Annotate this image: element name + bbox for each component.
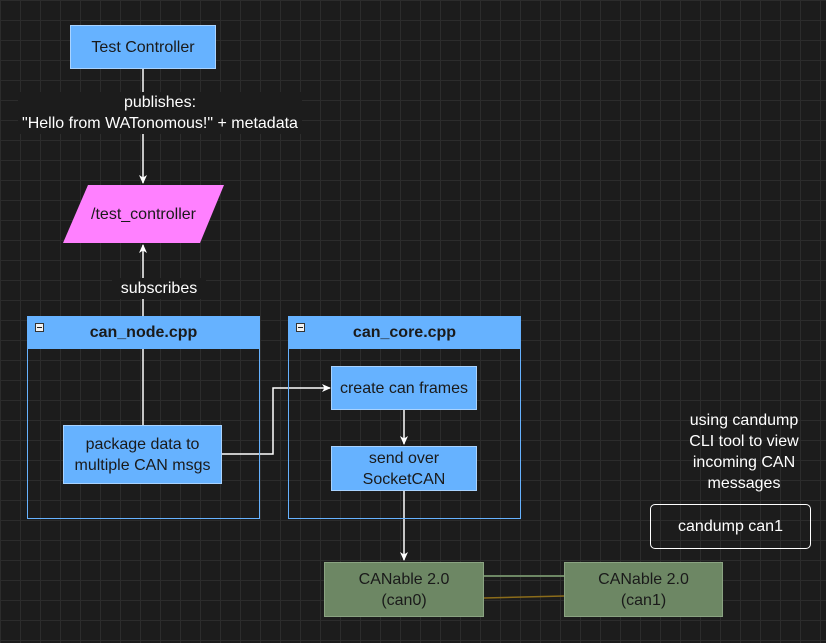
- package-data-node[interactable]: package data to multiple CAN msgs: [63, 425, 222, 484]
- candump-note-line-4: messages: [707, 475, 781, 492]
- can-node-container[interactable]: can_node.cpp: [27, 316, 260, 519]
- can-low-wire: [483, 595, 565, 599]
- topic-label-box: /test_controller: [63, 185, 224, 243]
- package-data-line-1: package data to: [85, 435, 200, 453]
- can-node-title: can_node.cpp: [89, 324, 198, 341]
- create-can-frames-label: create can frames: [339, 379, 469, 397]
- topic-label: /test_controller: [91, 205, 196, 223]
- edge-package-to-frames: [222, 384, 331, 455]
- canable-can0-node[interactable]: CANable 2.0 (can0): [324, 562, 484, 617]
- can-core-container[interactable]: can_core.cpp: [288, 316, 521, 519]
- can-node-header: can_node.cpp: [28, 317, 259, 349]
- candump-command-box[interactable]: candump can1: [650, 504, 811, 549]
- publishes-label-line-2: "Hello from WATonomous!" + metadata: [22, 115, 298, 132]
- publishes-label-line-1: publishes:: [123, 94, 197, 111]
- send-socketcan-node[interactable]: send over SocketCAN: [331, 446, 477, 491]
- canable-can1-line-1: CANable 2.0: [598, 570, 689, 588]
- subscribes-label: subscribes: [120, 280, 198, 297]
- create-can-frames-node[interactable]: create can frames: [331, 366, 477, 410]
- send-socketcan-line-2: SocketCAN: [362, 470, 446, 488]
- minus-square-icon[interactable]: [35, 323, 44, 332]
- candump-note-line-3: incoming CAN: [692, 454, 796, 471]
- canable-can0-line-1: CANable 2.0: [358, 570, 450, 588]
- can-core-title: can_core.cpp: [352, 324, 457, 341]
- candump-command-label: candump can1: [678, 518, 783, 535]
- subscribes-edge-label: subscribes: [112, 278, 206, 299]
- candump-note-line-2: CLI tool to view: [689, 433, 799, 450]
- test-controller-node[interactable]: Test Controller: [70, 25, 216, 69]
- canable-can0-line-2: (can0): [381, 591, 427, 609]
- canable-can1-node[interactable]: CANable 2.0 (can1): [564, 562, 723, 617]
- topic-parallelogram-shape[interactable]: [63, 185, 224, 243]
- can-core-header: can_core.cpp: [289, 317, 520, 349]
- canable-can1-line-2: (can1): [620, 591, 667, 609]
- candump-note-line-1: using candump: [689, 412, 799, 429]
- package-data-line-2: multiple CAN msgs: [74, 456, 211, 474]
- send-socketcan-line-1: send over: [368, 449, 440, 467]
- candump-note: using candump CLI tool to view incoming …: [664, 410, 824, 494]
- test-controller-label: Test Controller: [91, 38, 195, 56]
- minus-square-icon[interactable]: [296, 323, 305, 332]
- publishes-edge-label: publishes: "Hello from WATonomous!" + me…: [18, 92, 302, 134]
